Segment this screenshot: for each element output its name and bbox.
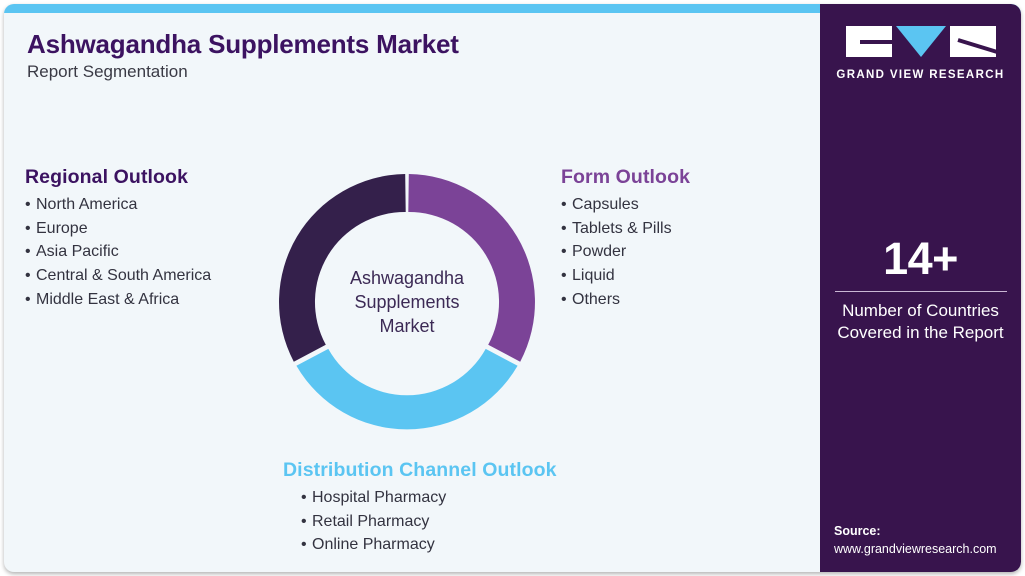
list-item-label: Hospital Pharmacy [312,489,447,506]
source-block: Source: www.grandviewresearch.com [834,522,1019,558]
list-item-label: Central & South America [36,267,212,285]
bullet-icon: • [301,512,307,530]
list-item: • Central & South America [25,264,295,288]
source-label: Source: [834,523,881,538]
gvr-logo: GRAND VIEW RESEARCH [820,26,1021,81]
list-item: • Capsules [561,193,811,217]
bullet-icon: • [561,290,567,308]
list-item-label: Others [572,290,621,308]
donut-svg [279,174,535,430]
stat-divider [834,290,1007,293]
list-item: • Hospital Pharmacy [283,486,683,510]
bullet-icon: • [25,267,31,285]
list-item: • Powder [561,240,811,264]
bullet-icon: • [561,196,567,213]
bullet-icon: • [561,219,567,237]
bullet-icon: • [301,536,307,554]
bullet-icon: • [25,219,31,237]
brand-side-panel: GRAND VIEW RESEARCH 14+ Number of Countr… [820,4,1021,572]
logo-g-icon [845,26,892,57]
list-item-label: Powder [572,243,627,261]
stat-caption-line-2: Covered in the Report [837,323,1004,343]
report-card: Ashwagandha Supplements Market Report Se… [4,4,1021,572]
distribution-channel-outlook-list: • Hospital Pharmacy • Retail Pharmacy • Onl… [283,486,683,557]
bullet-icon: • [25,243,31,261]
top-accent-bar [4,4,1021,13]
list-item-label: Asia Pacific [36,243,119,261]
logo-wordmark: GRAND VIEW RESEARCH [836,69,1005,81]
bullet-icon: • [25,290,31,308]
list-item-label: Capsules [572,196,639,213]
list-item: • Europe [25,217,295,241]
list-item: • Liquid [561,264,811,288]
list-item: • Online Pharmacy [283,533,683,557]
stat-number: 14+ [883,233,958,284]
form-outlook-list: • Capsules • Tablets & Pills • Powder • Liqu… [561,193,811,312]
list-item-label: North America [36,196,138,213]
list-item-label: Liquid [572,267,615,285]
list-item-label: Retail Pharmacy [312,512,430,530]
list-item: • Middle East & Africa [25,288,295,312]
segment-block-distribution: Distribution Channel Outlook • Hospital P… [283,459,683,557]
list-item: • Others [561,288,811,312]
donut-segment-form [408,174,535,362]
page-title: Ashwagandha Supplements Market [27,29,459,59]
list-item: • Asia Pacific [25,240,295,264]
stat-caption: Number of Countries Covered in the Repor… [820,300,1021,344]
list-item: • North America [25,193,295,217]
list-item-label: Tablets & Pills [572,219,672,237]
list-item-label: Europe [36,219,88,237]
stat-caption-line-1: Number of Countries [842,301,999,321]
donut-segment-regional [279,174,406,362]
segment-block-form: Form Outlook • Capsules • Tablets & Pills … [561,166,811,312]
gvr-logo-marks [845,26,996,57]
regional-outlook-heading: Regional Outlook [25,166,189,188]
distribution-channel-outlook-heading: Distribution Channel Outlook [283,459,557,481]
segment-block-regional: Regional Outlook • North America • Europe … [25,166,295,312]
bullet-icon: • [561,267,567,285]
list-item-label: Middle East & Africa [36,290,180,308]
list-item-label: Online Pharmacy [312,536,435,554]
donut-segment-distribution [296,348,518,430]
bullet-icon: • [301,489,307,506]
segmentation-donut-chart: Ashwagandha Supplements Market [262,157,552,447]
regional-outlook-list: • North America • Europe • Asia Pacific • Ce… [25,193,295,312]
countries-stat-block: 14+ Number of Countries Covered in the R… [820,236,1021,344]
form-outlook-heading: Form Outlook [561,166,691,188]
bullet-icon: • [25,196,31,213]
bullet-icon: • [561,243,567,261]
list-item: • Tablets & Pills [561,217,811,241]
list-item: • Retail Pharmacy [283,510,683,534]
logo-v-triangle-icon [895,26,946,57]
page-subtitle: Report Segmentation [27,62,188,81]
logo-r-icon [949,26,996,57]
source-url[interactable]: www.grandviewresearch.com [834,541,997,556]
